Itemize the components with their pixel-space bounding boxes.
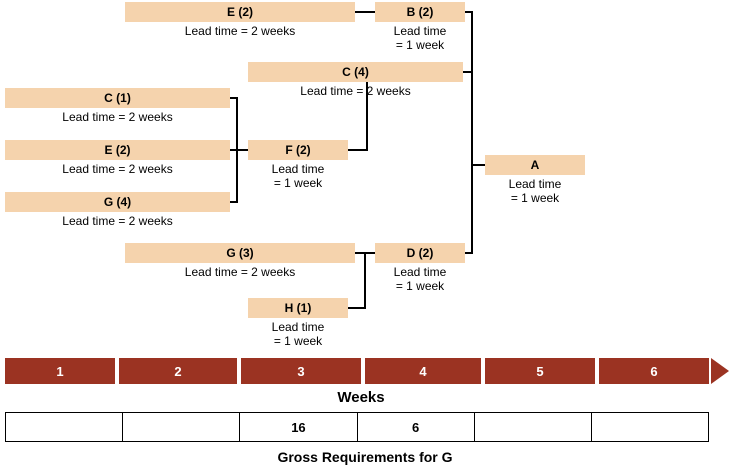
gross-req-cell-4[interactable]: 6 [358, 413, 475, 441]
node-label: G (3) [125, 243, 355, 263]
node-D[interactable]: D (2) Lead time = 1 week [375, 243, 465, 293]
weeks-axis-label: Weeks [337, 389, 385, 406]
node-label: H (1) [248, 298, 348, 318]
gross-req-cell-3[interactable]: 16 [240, 413, 358, 441]
connector-C4-left-down [366, 71, 368, 151]
node-B[interactable]: B (2) Lead time = 1 week [375, 2, 465, 52]
node-lead-time: Lead time = 1 week [271, 320, 325, 348]
node-lead-time: Lead time = 2 weeks [62, 110, 173, 124]
gross-requirements-table: 16 6 [5, 412, 709, 442]
node-lead-time: Lead time = 2 weeks [62, 214, 173, 228]
node-A[interactable]: A Lead time = 1 week [485, 155, 585, 205]
node-lead-time: Lead time = 1 week [393, 24, 447, 52]
node-C4[interactable]: C (4) Lead time = 2 weeks [248, 62, 463, 98]
node-G4[interactable]: G (4) Lead time = 2 weeks [5, 192, 230, 228]
gross-req-cell-6[interactable] [592, 413, 708, 441]
connector-G4-right [230, 201, 238, 203]
connector-A-vertical-spine [471, 11, 473, 254]
connector-E2-right [230, 149, 248, 151]
node-H[interactable]: H (1) Lead time = 1 week [248, 298, 348, 348]
connector-B-down-to-A [465, 11, 473, 13]
node-E2[interactable]: E (2) Lead time = 2 weeks [5, 140, 230, 176]
week-cell-1[interactable]: 1 [5, 358, 115, 384]
node-lead-time: Lead time = 1 week [393, 265, 447, 293]
week-cell-6[interactable]: 6 [599, 358, 709, 384]
gross-req-cell-1[interactable] [6, 413, 124, 441]
node-label: G (4) [5, 192, 230, 212]
gross-requirements-caption: Gross Requirements for G [277, 449, 453, 465]
week-cell-3[interactable]: 3 [241, 358, 361, 384]
node-G3[interactable]: G (3) Lead time = 2 weeks [125, 243, 355, 279]
gross-req-cell-2[interactable] [123, 413, 241, 441]
node-lead-time: Lead time = 1 week [508, 177, 562, 205]
connector-E-top-to-B [355, 11, 375, 13]
node-label: F (2) [248, 140, 348, 160]
node-lead-time: Lead time = 2 weeks [300, 84, 411, 98]
node-label: B (2) [375, 2, 465, 22]
connector-F-input-spine [236, 97, 238, 203]
node-label: C (4) [248, 62, 463, 82]
connector-C4-right-to-A [463, 71, 473, 73]
node-lead-time: Lead time = 2 weeks [184, 265, 296, 279]
week-cell-5[interactable]: 5 [485, 358, 595, 384]
timeline-arrow-icon [711, 358, 729, 384]
node-label: A [485, 155, 585, 175]
node-label: D (2) [375, 243, 465, 263]
connector-C1-right [230, 97, 238, 99]
node-F[interactable]: F (2) Lead time = 1 week [248, 140, 348, 190]
node-label: E (2) [125, 2, 355, 22]
gross-req-cell-5[interactable] [475, 413, 592, 441]
node-E-top[interactable]: E (2) Lead time = 2 weeks [125, 2, 355, 38]
week-cell-4[interactable]: 4 [365, 358, 481, 384]
node-lead-time: Lead time = 2 weeks [62, 162, 173, 176]
week-cell-2[interactable]: 2 [119, 358, 237, 384]
connector-F-right [348, 149, 368, 151]
node-lead-time: Lead time = 2 weeks [184, 24, 296, 38]
node-lead-time: Lead time = 1 week [271, 162, 325, 190]
node-label: E (2) [5, 140, 230, 160]
node-label: C (1) [5, 88, 230, 108]
connector-A-in [471, 164, 485, 166]
connector-D-input-spine [364, 252, 366, 309]
node-C1[interactable]: C (1) Lead time = 2 weeks [5, 88, 230, 124]
connector-D-right-to-A [465, 252, 473, 254]
connector-H-right [348, 307, 366, 309]
